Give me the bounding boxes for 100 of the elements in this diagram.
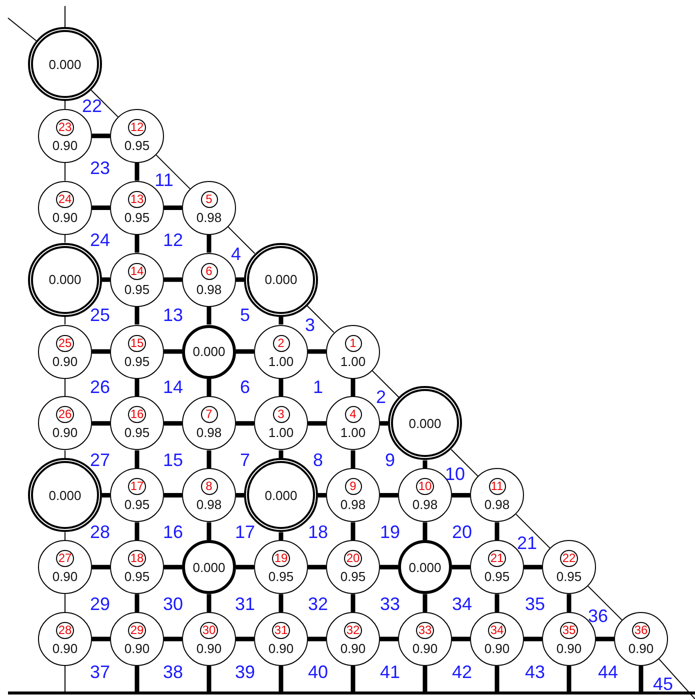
connector-line (206, 378, 212, 396)
value-text: 0.98 (412, 497, 438, 512)
channel-number: 39 (234, 662, 256, 682)
connector-line (452, 493, 470, 498)
circled-number: 19 (272, 550, 290, 568)
channel-number: 22 (82, 96, 102, 116)
circled-number: 7 (200, 406, 218, 424)
circled-number: 24 (56, 190, 74, 208)
connector-line (134, 594, 140, 612)
circled-number: 17 (128, 478, 146, 496)
circled-number: 2 (272, 334, 290, 352)
connector-line (588, 586, 622, 620)
connector-line (638, 666, 644, 693)
connector-line (92, 349, 110, 354)
circled-number: 32 (344, 622, 362, 639)
value-text: 0.000 (408, 560, 442, 575)
pin-circle (326, 612, 380, 666)
circled-number: 12 (128, 118, 146, 136)
channel-number: 12 (162, 230, 184, 250)
connector-line (206, 306, 212, 324)
circled-number: 29 (128, 622, 146, 639)
channel-number: 2 (376, 387, 386, 407)
circled-number: 34 (488, 622, 506, 639)
connector-line (452, 564, 470, 570)
circled-number: 33 (416, 622, 434, 639)
pin-circle (110, 108, 164, 163)
circled-number: 14 (128, 262, 146, 280)
circled-number: 31 (272, 622, 290, 639)
connector-line (64, 532, 66, 541)
connector-line (422, 460, 428, 468)
value-text: 0.95 (124, 282, 150, 297)
connector-line (524, 636, 542, 642)
value-text: 0.98 (196, 425, 222, 440)
value-text: 0.90 (52, 138, 78, 153)
connector-line (92, 206, 110, 210)
channel-number: 45 (652, 674, 674, 694)
connector-line (92, 134, 110, 138)
connector-line (64, 666, 66, 694)
channel-number: 33 (380, 594, 400, 614)
channel-number: 23 (90, 158, 110, 178)
connector-line (350, 666, 356, 693)
connector-line (380, 636, 398, 642)
value-text: 0.90 (52, 641, 78, 656)
channel-number: 27 (90, 450, 110, 470)
value-text: 0.000 (192, 344, 226, 359)
circled-number: 15 (128, 334, 146, 352)
connector-line (236, 349, 254, 354)
channel-number: 13 (162, 305, 184, 325)
connector-line (308, 564, 326, 570)
channel-number: 15 (162, 450, 184, 470)
circled-number: 21 (488, 550, 506, 568)
value-text: 0.000 (408, 416, 442, 431)
circled-number: 3 (272, 406, 290, 424)
value-text: 0.90 (628, 641, 654, 656)
value-text: 0.000 (264, 272, 298, 288)
value-text: 0.98 (196, 282, 222, 297)
value-text: 0.95 (124, 210, 150, 225)
connector-line (524, 564, 542, 570)
channel-number: 36 (588, 606, 608, 626)
connector-line (380, 564, 398, 570)
circled-number: 1 (344, 334, 362, 352)
connector-line (134, 522, 140, 540)
value-text: 0.90 (124, 641, 150, 656)
channel-number: 10 (444, 464, 466, 484)
channel-number: 43 (524, 662, 546, 682)
value-text: 0.95 (124, 425, 150, 440)
value-text: 0.95 (556, 569, 582, 584)
connector-line (164, 564, 182, 570)
pin-circle (38, 612, 92, 666)
value-text: 0.000 (48, 488, 82, 503)
pin-circle (182, 180, 236, 235)
connector-line (134, 234, 140, 253)
connector-line (92, 421, 110, 426)
connector-line (164, 421, 182, 426)
channel-number: 31 (234, 594, 256, 614)
connector-line (64, 378, 66, 397)
connector-line (566, 666, 572, 693)
channel-number: 7 (240, 450, 250, 470)
value-text: 0.90 (52, 569, 78, 584)
connector-line (164, 636, 182, 642)
channel-number: 17 (234, 522, 256, 542)
connector-line (422, 522, 428, 540)
connector-line (308, 421, 326, 426)
connector-line (206, 666, 212, 693)
value-text: 0.90 (340, 641, 366, 656)
connector-line (494, 666, 500, 693)
connector-line (450, 449, 478, 477)
channel-number: 35 (524, 594, 546, 614)
connector-line (494, 522, 500, 540)
connector-line (8, 18, 37, 42)
channel-number: 37 (90, 662, 110, 682)
connector-line (308, 636, 326, 642)
connector-line (206, 522, 212, 540)
circled-number: 27 (56, 550, 74, 568)
value-text: 0.95 (268, 569, 294, 584)
connector-line (64, 234, 66, 244)
connector-line (164, 206, 182, 210)
connector-line (102, 493, 110, 498)
pin-circle (110, 612, 164, 666)
connector-line (236, 636, 254, 642)
